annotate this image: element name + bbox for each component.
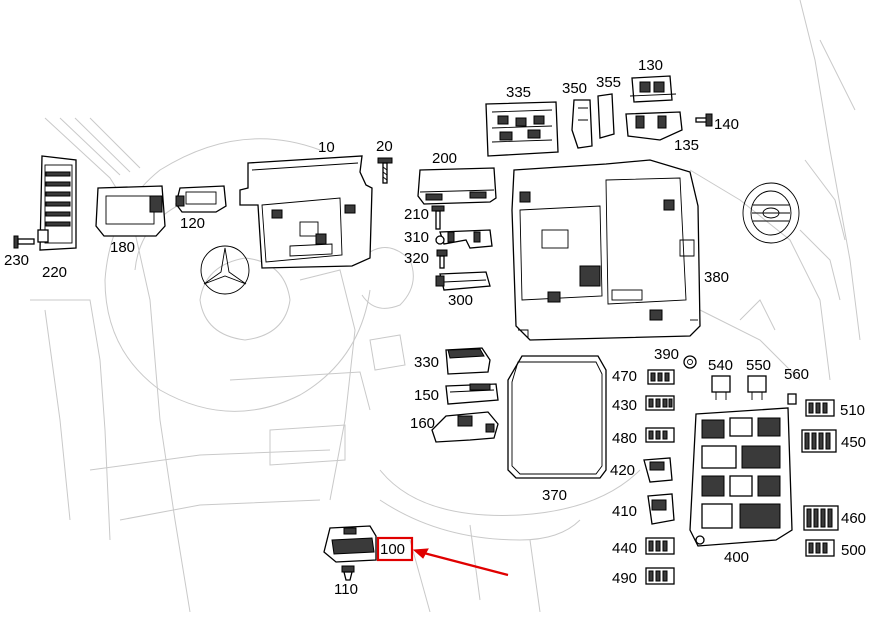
label-230: 230 — [4, 252, 29, 269]
label-350: 350 — [562, 80, 587, 97]
part-335-connector-block — [485, 101, 559, 157]
label-130: 130 — [638, 57, 663, 74]
part-180-module — [95, 185, 166, 237]
part-120-module — [175, 185, 227, 213]
label-370: 370 — [542, 487, 567, 504]
part-550-relay — [747, 375, 767, 400]
label-110: 110 — [334, 581, 358, 598]
part-200-module — [417, 167, 497, 205]
label-20: 20 — [376, 138, 393, 155]
label-220: 220 — [42, 264, 67, 281]
part-430-connector — [645, 395, 675, 411]
label-420: 420 — [610, 462, 635, 479]
part-210-screw — [431, 205, 445, 230]
label-120: 120 — [180, 215, 205, 232]
part-220-module — [37, 155, 77, 251]
label-335: 335 — [506, 84, 531, 101]
label-355: 355 — [596, 74, 621, 91]
part-230-screw — [13, 235, 35, 249]
label-460: 460 — [841, 510, 866, 527]
part-560-fuse — [787, 393, 797, 405]
label-410: 410 — [612, 503, 637, 520]
part-440-connector — [645, 537, 675, 555]
label-210: 210 — [404, 206, 429, 223]
part-420-connector — [643, 457, 673, 483]
part-370-cover-panel — [507, 355, 607, 479]
label-480: 480 — [612, 430, 637, 447]
label-160: 160 — [410, 415, 435, 432]
part-480-connector — [645, 427, 675, 443]
label-310: 310 — [404, 229, 429, 246]
pointer-arrow-icon — [412, 548, 429, 559]
part-460-connector — [803, 505, 839, 531]
label-390: 390 — [654, 346, 679, 363]
highlight-box — [376, 536, 414, 562]
part-150-module — [445, 383, 499, 405]
label-300: 300 — [448, 292, 473, 309]
label-400: 400 — [724, 549, 749, 566]
part-135-holder — [625, 111, 683, 141]
part-510-connector — [805, 399, 835, 417]
label-135: 135 — [674, 137, 699, 154]
label-550: 550 — [746, 357, 771, 374]
label-430: 430 — [612, 397, 637, 414]
label-500: 500 — [841, 542, 866, 559]
part-330-relay — [445, 347, 491, 375]
part-320-clip — [436, 249, 448, 269]
label-440: 440 — [612, 540, 637, 557]
part-310-bracket — [435, 229, 493, 249]
dashboard-background — [30, 0, 861, 613]
label-200: 200 — [432, 150, 457, 167]
air-vent-icon — [742, 182, 800, 244]
pointer-arrow-line — [419, 550, 509, 577]
label-150: 150 — [414, 387, 439, 404]
label-330: 330 — [414, 354, 439, 371]
part-140-screw — [695, 113, 713, 127]
label-10: 10 — [318, 139, 335, 156]
label-450: 450 — [841, 434, 866, 451]
part-130-relay-holder — [629, 75, 677, 103]
part-390-nut — [683, 355, 697, 369]
label-100: 100 — [380, 541, 405, 558]
part-500-connector — [805, 539, 835, 557]
label-380: 380 — [704, 269, 729, 286]
part-350-bracket — [571, 99, 593, 149]
part-540-relay — [711, 375, 731, 400]
label-560: 560 — [784, 366, 809, 383]
part-20-screw — [377, 157, 393, 184]
part-100-module — [323, 525, 377, 563]
label-490: 490 — [612, 570, 637, 587]
star-emblem-icon — [200, 245, 250, 295]
label-540: 540 — [708, 357, 733, 374]
label-470: 470 — [612, 368, 637, 385]
part-490-connector — [645, 567, 675, 585]
label-320: 320 — [404, 250, 429, 267]
part-450-connector — [801, 429, 837, 453]
part-400-fuse-relay-box — [689, 407, 793, 547]
label-140: 140 — [714, 116, 739, 133]
part-300-connector — [435, 271, 491, 291]
part-470-connector — [647, 369, 675, 385]
part-10-control-unit — [239, 155, 373, 269]
part-355-bracket — [597, 93, 615, 139]
label-510: 510 — [840, 402, 865, 419]
label-180: 180 — [110, 239, 135, 256]
part-380-fuse-box — [511, 159, 701, 341]
part-160-holder — [431, 411, 499, 443]
part-110-clip — [341, 565, 355, 581]
part-410-connector — [647, 493, 675, 525]
part-labels: 10 20 100 110 120 130 135 140 150 160 18… — [4, 57, 866, 598]
